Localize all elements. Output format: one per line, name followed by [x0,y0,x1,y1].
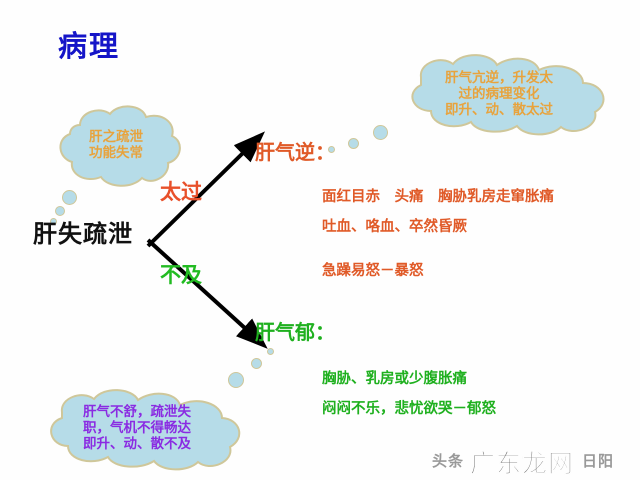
cloud-top-right-bubble-small [328,146,335,153]
watermark: 头条 广东龙网 日阳 [432,444,632,479]
cloud-left-bubble-large [62,190,77,205]
symptom-item: 面红目赤 头痛 胸胁乳房走窜胀痛 [322,189,554,205]
symptom-item: 闷闷不乐，悲忧欲哭－郁怒 [322,400,496,417]
cloud-left-bubble-medium [55,206,65,216]
symptom-list-liver-qi-stagnation: 胸胁、乳房或少腹胀痛 闷闷不乐，悲忧欲哭－郁怒 [322,372,496,416]
cloud-bottom-left-bubble-large [228,372,244,388]
branch-heading-liver-qi-reversal: 肝气逆： [255,140,335,164]
arrow-caption-deficient: 不及 [160,263,202,287]
arrow-caption-excess: 太过 [160,180,202,204]
cloud-top-right-bubble-large [373,125,388,140]
thought-cloud-left: 肝之疏泄 功能失常 [46,103,186,189]
center-label-liver-dysfunction: 肝失疏泄 [33,220,133,248]
watermark-prefix: 头条 [432,452,465,470]
cloud-bottom-left-bubble-small [267,348,274,355]
symptom-item: 急躁易怒－暴怒 [322,263,424,279]
page-title: 病理 [58,29,121,63]
watermark-main-text: 广东龙网 [470,449,575,479]
cloud-shape-left [59,105,181,187]
symptom-item: 吐血、咯血、卒然昏厥 [322,218,467,235]
cloud-top-right-bubble-medium [348,138,359,149]
branch-heading-liver-qi-stagnation: 肝气郁： [255,320,335,344]
symptom-item: 胸胁、乳房或少腹胀痛 [322,371,467,387]
watermark-suffix: 日阳 [582,452,615,470]
cloud-bottom-left-bubble-medium [251,358,262,369]
thought-cloud-bottom-left: 肝气不舒，疏泄失 职，气机不得畅达 即升、动、散不及 [28,386,246,472]
symptom-list-liver-qi-reversal: 面红目赤 头痛 胸胁乳房走窜胀痛 吐血、咯血、卒然昏厥 急躁易怒－暴怒 [322,190,554,279]
cloud-shape-top-right [411,54,605,136]
thought-cloud-top-right: 肝气亢逆，升发太 过的病理变化 即升、动、散太过 [383,53,615,137]
cloud-left-bubble-small [50,218,57,225]
cloud-shape-bottom-left [50,389,241,471]
